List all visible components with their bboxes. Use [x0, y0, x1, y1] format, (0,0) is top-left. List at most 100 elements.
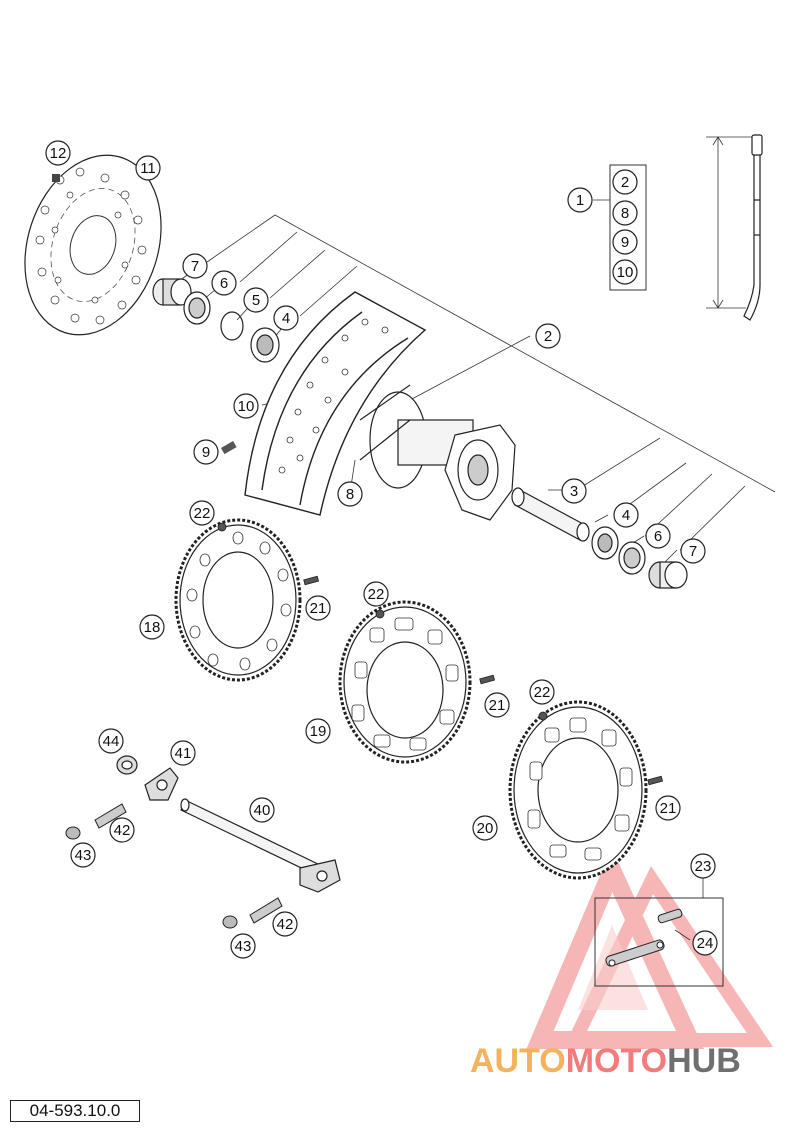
callout-c43a: 43	[70, 842, 96, 868]
callout-label: 8	[621, 205, 629, 222]
callout-label: 6	[654, 528, 662, 545]
callout-circle	[337, 481, 363, 507]
callout-circle	[243, 287, 269, 313]
callout-circle	[529, 679, 555, 705]
sprocket-medium	[338, 600, 472, 764]
callout-label: 2	[621, 174, 629, 191]
callout-label: 4	[282, 310, 290, 327]
callout-circle	[182, 253, 208, 279]
callout-c19: 19	[305, 718, 331, 744]
callout-label: 9	[202, 444, 210, 461]
sprocket-small	[174, 518, 302, 682]
callout-label: 19	[310, 723, 327, 740]
rim	[244, 291, 427, 516]
callout-label: 42	[277, 916, 294, 933]
callout-c1: 1	[567, 187, 593, 213]
callout-circle	[305, 595, 331, 621]
callout-c10a: 10	[612, 259, 638, 285]
left-bearing-set	[152, 278, 280, 363]
callout-label: 24	[697, 935, 714, 952]
callout-c22a: 22	[189, 500, 215, 526]
sprocket-hardware	[217, 522, 664, 786]
callout-circle	[170, 740, 196, 766]
hub	[359, 384, 516, 521]
callout-circle	[230, 933, 256, 959]
spoke-kit-box	[609, 164, 647, 291]
callout-label: 43	[75, 847, 92, 864]
callout-circle	[139, 614, 165, 640]
callout-label: 10	[617, 264, 634, 281]
callout-label: 12	[50, 145, 67, 162]
chain-adjuster	[116, 755, 179, 801]
callout-c11: 11	[135, 155, 161, 181]
callout-c7a: 7	[182, 253, 208, 279]
callout-c18: 18	[139, 614, 165, 640]
document-number: 04-593.10.0	[10, 1100, 140, 1122]
callout-c41: 41	[170, 740, 196, 766]
watermark-text: AUTOMOTOHUB	[470, 1042, 800, 1082]
adjuster-bolts	[65, 803, 283, 929]
callout-circle	[612, 200, 638, 226]
callout-circle	[645, 523, 671, 549]
chain-joint	[605, 908, 683, 967]
callout-c6b: 6	[645, 523, 671, 549]
callout-c12: 12	[45, 140, 71, 166]
callout-c21b: 21	[484, 692, 510, 718]
callout-circle	[612, 169, 638, 195]
callout-label: 11	[140, 160, 156, 177]
callout-label: 40	[254, 802, 271, 819]
disc-bolt	[52, 174, 60, 182]
callout-circle	[363, 581, 389, 607]
callout-circle	[70, 842, 96, 868]
callout-label: 10	[238, 398, 255, 415]
callout-label: 22	[194, 505, 211, 522]
callout-label: 44	[103, 733, 120, 750]
callout-c22c: 22	[529, 679, 555, 705]
callout-label: 21	[310, 600, 327, 617]
sprocket-large	[508, 700, 648, 880]
callout-c10b: 10	[233, 393, 259, 419]
callout-circle	[109, 817, 135, 843]
callout-c21a: 21	[305, 595, 331, 621]
callout-label: 18	[144, 619, 161, 636]
callout-label: 23	[695, 858, 712, 875]
callout-circle	[272, 911, 298, 937]
callout-label: 6	[220, 275, 228, 292]
callout-circle	[273, 305, 299, 331]
callout-c22b: 22	[363, 581, 389, 607]
callout-circle	[655, 795, 681, 821]
callout-label: 20	[477, 820, 494, 837]
callout-c42a: 42	[109, 817, 135, 843]
spoke-drawing	[743, 134, 763, 321]
callout-circle	[305, 718, 331, 744]
callout-c21c: 21	[655, 795, 681, 821]
callout-label: 43	[235, 938, 252, 955]
callout-circle	[135, 155, 161, 181]
callout-c3: 3	[561, 478, 587, 504]
callout-circle	[189, 500, 215, 526]
callout-c23: 23	[690, 853, 716, 879]
watermark-part-2: MOTO	[565, 1042, 668, 1080]
callout-c9a: 9	[612, 229, 638, 255]
axle	[180, 798, 341, 893]
callout-circle	[613, 502, 639, 528]
chain-joint-kit-box	[594, 897, 724, 987]
spoke-nipple	[220, 441, 237, 455]
callout-label: 42	[114, 822, 131, 839]
callout-circle	[612, 229, 638, 255]
callout-c44: 44	[98, 728, 124, 754]
callout-circle	[690, 853, 716, 879]
callout-label: 3	[570, 483, 578, 500]
callout-label: 4	[622, 507, 630, 524]
callout-c42b: 42	[272, 911, 298, 937]
callout-circle	[484, 692, 510, 718]
callout-c43b: 43	[230, 933, 256, 959]
callout-c20: 20	[472, 815, 498, 841]
callout-c4a: 4	[273, 305, 299, 331]
callout-label: 21	[489, 697, 506, 714]
callout-label: 7	[689, 543, 697, 560]
callout-circle	[567, 187, 593, 213]
watermark-part-1: AUTO	[470, 1042, 566, 1080]
